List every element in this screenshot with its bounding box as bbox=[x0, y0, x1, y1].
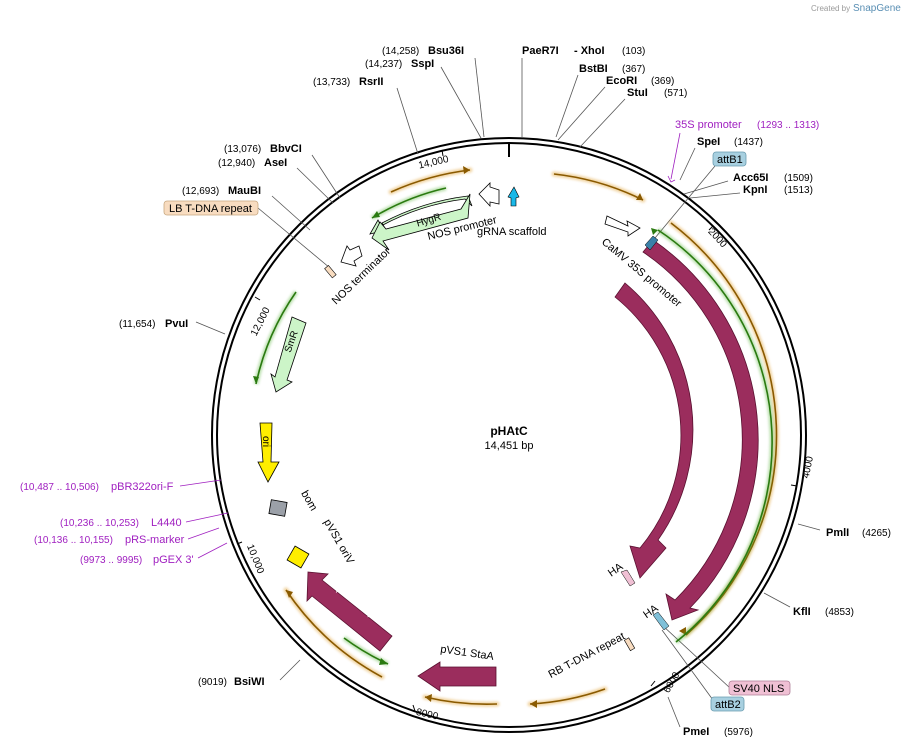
site-pos-kfli: (4853) bbox=[825, 607, 854, 618]
attb1-box bbox=[712, 151, 747, 167]
smr-arrow bbox=[270, 316, 307, 393]
feature-pgex3: pGEX 3' bbox=[153, 554, 194, 566]
site-paer7i: PaeR7I bbox=[522, 45, 559, 57]
cas9-inner-arrow bbox=[614, 282, 694, 579]
site-pos-bsiwi: (9019) bbox=[198, 677, 227, 688]
ori-arrow bbox=[257, 422, 280, 483]
bom-label: bom bbox=[298, 489, 319, 514]
site-pmli: PmlI bbox=[826, 527, 849, 539]
site-xhoi: - XhoI bbox=[574, 45, 605, 57]
feature-pos-pbr322ori: (10,487 .. 10,506) bbox=[20, 482, 99, 493]
site-pos-pmei: (5976) bbox=[724, 727, 753, 738]
feature-35s-promoter: 35S promoter bbox=[675, 119, 742, 131]
site-pos-asei: (12,940) bbox=[218, 158, 255, 169]
lb-repeat-box bbox=[163, 200, 259, 216]
orange-arrowheads bbox=[286, 166, 686, 708]
plasmid-size: 14,451 bp bbox=[485, 440, 534, 452]
site-pos-bsu36i: (14,258) bbox=[382, 46, 419, 57]
attb1-mark bbox=[644, 235, 659, 251]
site-pos-maubi: (12,693) bbox=[182, 186, 219, 197]
site-pos-pmli: (4265) bbox=[862, 528, 891, 539]
backbone-outer bbox=[211, 137, 807, 733]
site-spei: SpeI bbox=[697, 136, 720, 148]
site-rsrii: RsrII bbox=[359, 76, 383, 88]
site-bbvci: BbvCI bbox=[270, 143, 302, 155]
grna-scaffold-arrow bbox=[507, 186, 520, 207]
pvs1-staa-arrow bbox=[417, 661, 497, 692]
attb1-box-label: attB1 bbox=[717, 154, 743, 166]
lb-repeat-box-label: LB T-DNA repeat bbox=[169, 203, 252, 215]
site-pos-acc65i: (1509) bbox=[784, 173, 813, 184]
rb-repeat-label: RB T-DNA repeat bbox=[547, 631, 627, 681]
site-kfli: KflI bbox=[793, 606, 811, 618]
tick-4000: 4000 bbox=[801, 455, 816, 479]
site-pos-stui: (571) bbox=[664, 88, 687, 99]
nos-terminator-arrow bbox=[340, 245, 363, 267]
site-kpni: KpnI bbox=[743, 184, 767, 196]
site-pos-bstbi: (367) bbox=[622, 64, 645, 75]
tick-10000: 10,000 bbox=[244, 543, 266, 576]
cas9-inner-label: Cas9 bbox=[704, 424, 715, 448]
feature-pbr322ori: pBR322ori-F bbox=[111, 481, 174, 493]
ha-mark-1 bbox=[620, 569, 636, 587]
ha-label-1: HA bbox=[606, 561, 626, 580]
bom-box bbox=[268, 499, 288, 517]
site-stui: StuI bbox=[627, 87, 648, 99]
site-bsiwi: BsiWI bbox=[234, 676, 265, 688]
feature-pos-35s-promoter: (1293 .. 1313) bbox=[757, 120, 819, 131]
feature-pos-pgex3: (9973 .. 9995) bbox=[80, 555, 142, 566]
site-pos-spei: (1437) bbox=[734, 137, 763, 148]
site-bstbi: BstBI bbox=[579, 63, 608, 75]
site-pos-pvui: (11,654) bbox=[119, 319, 156, 330]
snapgene-logo: SnapGene bbox=[853, 3, 901, 14]
site-sspi: SspI bbox=[411, 58, 434, 70]
green-arrowheads bbox=[253, 211, 658, 665]
lb-repeat-mark bbox=[324, 265, 337, 279]
site-leader-lines bbox=[195, 57, 821, 728]
feature-prs-marker: pRS-marker bbox=[125, 534, 185, 546]
feature-l4440: L4440 bbox=[151, 517, 182, 529]
sv40-nls-box bbox=[728, 680, 791, 696]
attb2-box-label: attB2 bbox=[715, 699, 741, 711]
nos-promoter-arrow bbox=[478, 182, 500, 208]
site-acc65i: Acc65I bbox=[733, 172, 768, 184]
tick-2000: 2000 bbox=[705, 226, 729, 250]
credit-prefix: Created by bbox=[811, 4, 850, 13]
feature-pos-prs-marker: (10,136 .. 10,155) bbox=[34, 535, 113, 546]
site-bsu36i: Bsu36I bbox=[428, 45, 464, 57]
grna-scaffold-label: gRNA scaffold bbox=[477, 226, 547, 238]
site-ecori: EcoRI bbox=[606, 75, 637, 87]
plasmid-name: pHAtC bbox=[490, 424, 528, 438]
box-leader-lines bbox=[257, 165, 731, 701]
site-pos-sspi: (14,237) bbox=[365, 59, 402, 70]
site-maubi: MauBI bbox=[228, 185, 261, 197]
pvs1-repa-arrow bbox=[306, 571, 393, 652]
ha-mark-2 bbox=[652, 611, 670, 631]
rb-repeat-mark bbox=[623, 637, 636, 652]
pvs1-oriv-box bbox=[286, 545, 310, 569]
site-pvui: PvuI bbox=[165, 318, 188, 330]
ori-label: ori bbox=[260, 436, 271, 447]
site-pos-kpni: (1513) bbox=[784, 185, 813, 196]
pvs1-staa-label: pVS1 StaA bbox=[440, 643, 496, 662]
pvs1-oriv-label: pVS1 oriV bbox=[321, 517, 356, 566]
cas9-outer-arrow bbox=[642, 239, 759, 621]
tick-8000: 8000 bbox=[415, 707, 440, 723]
site-pos-xhoi: (103) bbox=[622, 46, 645, 57]
site-pos-ecori: (369) bbox=[651, 76, 674, 87]
site-asei: AseI bbox=[264, 157, 287, 169]
site-pmei: PmeI bbox=[683, 726, 709, 738]
hygr-body bbox=[371, 193, 471, 251]
site-pos-rsrii: (13,733) bbox=[313, 77, 350, 88]
site-pos-bbvci: (13,076) bbox=[224, 144, 261, 155]
feature-leader-lines bbox=[179, 132, 681, 559]
feature-pos-l4440: (10,236 .. 10,253) bbox=[60, 518, 139, 529]
sv40-nls-box-label: SV40 NLS bbox=[733, 683, 784, 695]
camv-35s-arrow bbox=[604, 215, 641, 237]
tick-12000: 12,000 bbox=[249, 305, 273, 338]
cas9-outer-label: Cas9 bbox=[756, 421, 767, 445]
attb2-box bbox=[710, 696, 745, 712]
tick-6000: 6000 bbox=[662, 670, 683, 695]
